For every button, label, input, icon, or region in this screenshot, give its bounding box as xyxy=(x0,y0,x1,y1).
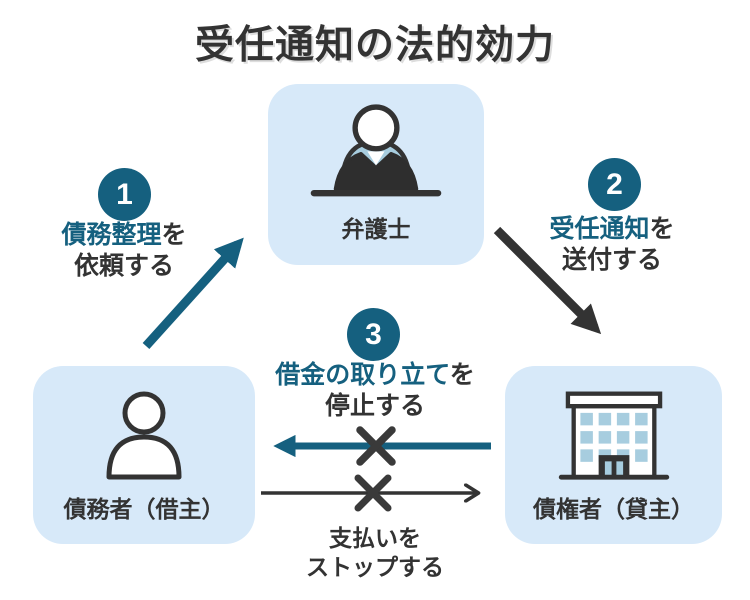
step-1-badge: 1 xyxy=(98,168,151,221)
step-3-highlight: 借金の取り立て xyxy=(275,361,450,389)
step-3-suffix: を xyxy=(449,361,475,389)
step-1-line1: 債務整理を xyxy=(61,220,186,251)
step-3-line2: 停止する xyxy=(324,392,425,420)
payment-stop-label: 支払いを ストップする xyxy=(306,524,444,582)
step-1-line2: 依頼する xyxy=(73,252,174,280)
step-1-highlight: 債務整理 xyxy=(61,221,162,249)
step-2-line2: 送付する xyxy=(561,246,662,274)
step-3-line1: 借金の取り立てを xyxy=(275,360,475,391)
step-2-line1: 受任通知を xyxy=(549,214,674,245)
step-2-highlight: 受任通知 xyxy=(549,215,650,243)
step-2-number: 2 xyxy=(606,167,623,201)
payment-stop-line2: ストップする xyxy=(306,554,444,580)
step-1-number: 1 xyxy=(116,177,133,211)
step-2-label: 受任通知を 送付する xyxy=(549,214,674,276)
step-2-badge: 2 xyxy=(588,158,641,211)
debtor-node: 債務者（借主） xyxy=(33,366,255,544)
step-3-number: 3 xyxy=(365,317,382,351)
person-icon xyxy=(106,391,182,479)
debtor-label: 債務者（借主） xyxy=(63,495,225,522)
cross-mark-payment xyxy=(354,474,392,512)
lawyer-at-desk-icon xyxy=(310,104,442,197)
step-1-suffix: を xyxy=(161,221,187,249)
step-1-label: 債務整理を 依頼する xyxy=(61,220,186,282)
lawyer-label: 弁護士 xyxy=(341,216,411,242)
page-title: 受任通知の法的効力 xyxy=(194,24,556,67)
creditor-label: 債権者（貸主） xyxy=(533,496,694,522)
payment-stop-line1: 支払いを xyxy=(329,525,421,551)
cross-mark-collection xyxy=(356,426,396,466)
step-3-label: 借金の取り立てを 停止する xyxy=(275,360,475,422)
lawyer-node: 弁護士 xyxy=(268,84,484,265)
step-2-suffix: を xyxy=(649,215,675,243)
creditor-node: 債権者（貸主） xyxy=(505,366,722,544)
step-3-badge: 3 xyxy=(347,308,400,361)
building-icon xyxy=(558,391,669,480)
